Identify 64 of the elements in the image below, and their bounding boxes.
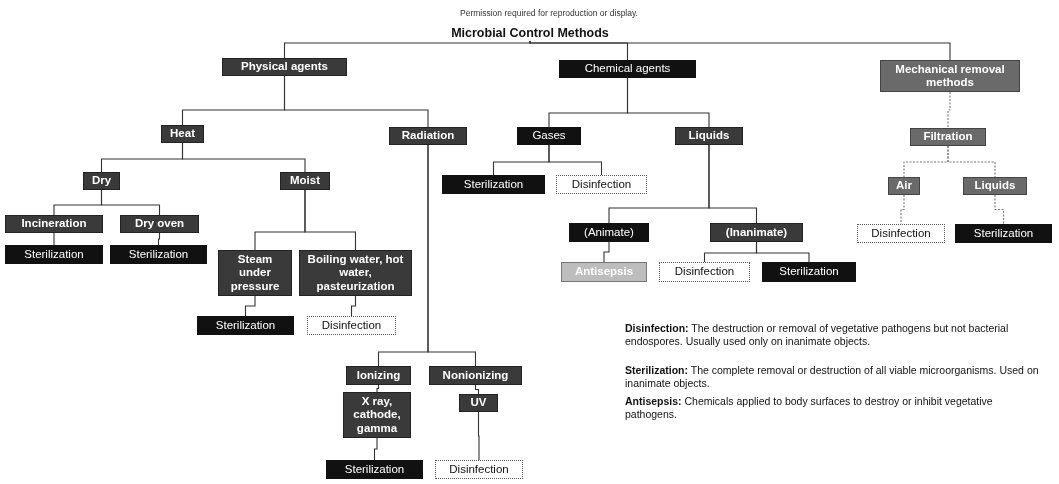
category-box: Dry oven [120,215,199,233]
sterilization-box: Sterilization [326,460,423,479]
disinfection-box: Disinfection [659,262,750,282]
connector-line [947,91,951,129]
antisepsis-box: Antisepsis [561,262,647,282]
disinfection-box: Disinfection [307,316,396,335]
category-box: Moist [280,172,330,190]
sterilization-box: Gases [517,127,581,145]
category-box: Heat [161,125,204,143]
category-box: Air [888,177,920,195]
category-box: Liquids [963,177,1027,195]
connector-line [373,437,378,461]
category-box: Incineration [5,215,103,233]
category-box: Radiation [389,127,467,145]
connector-line [708,144,758,224]
connector-line [157,232,161,246]
category-box: Boiling water, hot water, pasteurization [299,250,412,296]
category-box: Nonionizing [429,366,522,385]
connector-line [477,411,480,461]
connector-line [350,295,357,317]
definition-text: Sterilization: The complete removal or destruction of all viable microorganisms. Used on inanimate objects. [625,364,1040,391]
disinfection-box: Disinfection [857,224,945,243]
category-box: Mechanical removal methods [880,60,1020,92]
category-box: Ionizing [346,366,411,385]
connector-line [626,77,710,128]
category-box: (Inanimate) [710,223,803,242]
sterilization-box: Sterilization [110,245,207,264]
disinfection-box: Disinfection [556,175,647,194]
connector-line [548,144,603,176]
sterilization-box: (Animate) [569,223,649,242]
connector-line [181,142,306,173]
sterilization-box: Sterilization [442,175,545,194]
connector-line [755,241,810,263]
category-box: X ray, cathode, gamma [343,392,411,438]
definition-text: Antisepsis: Chemicals applied to body surfaces to destroy or inhibit vegetative pathogens. [625,395,994,422]
sterilization-box: Sterilization [197,316,294,335]
connector-line [529,40,951,61]
permission-notice: Permission required for reproduction or display. [460,8,639,19]
sterilization-box: Sterilization [5,245,103,264]
category-box: Physical agents [222,58,347,76]
chart-title: Microbial Control Methods [445,25,615,41]
connector-line [900,194,905,225]
category-box: Steam under pressure [218,250,292,296]
connector-line [427,144,477,367]
connector-line [283,40,531,59]
sterilization-box: Sterilization [762,262,856,282]
connector-line [994,194,1005,225]
connector-line [603,241,610,263]
category-box: Dry [83,172,120,190]
connector-line [100,189,161,216]
connector-line [304,189,357,251]
connector-line [376,384,380,393]
sterilization-box: Chemical agents [559,60,696,78]
connector-line [53,232,55,246]
category-box: Filtration [910,128,986,146]
connector-line [283,75,429,128]
disinfection-box: Disinfection [435,460,523,479]
connector-line [244,295,256,317]
definition-text: Disinfection: The destruction or removal of vegetative pathogens but not bacterial endospores. Usually used only on inanimate objects. [625,322,1010,349]
connector-line [947,145,996,178]
connector-line [474,384,480,395]
category-box: Liquids [675,127,743,145]
sterilization-box: Sterilization [955,224,1052,243]
category-box: UV [459,394,498,412]
